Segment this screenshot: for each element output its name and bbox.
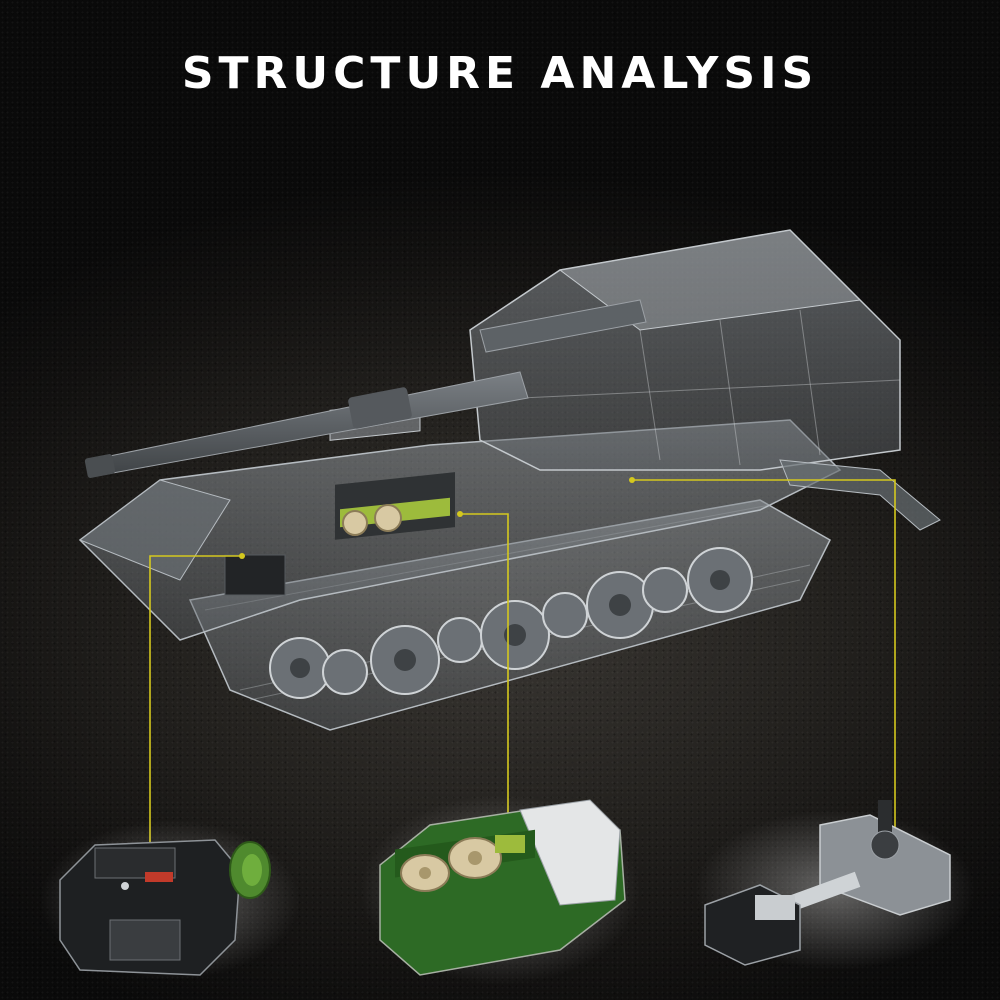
turret-panel-lines: [479, 309, 901, 466]
road-wheel: [437, 617, 483, 663]
tank-model: [78, 229, 941, 731]
gun-mount-module-icon: [695, 800, 975, 970]
interior-engine: [335, 472, 455, 540]
callout-line-engine: [460, 513, 509, 845]
wheel-hubs: [290, 570, 730, 678]
callout-line-gun-mount: [632, 479, 896, 845]
road-wheel: [542, 592, 588, 638]
road-wheel: [322, 649, 368, 695]
main-gun: [84, 299, 647, 478]
callout-line-gearbox: [149, 555, 242, 848]
callout-lines: [149, 479, 896, 848]
page-title: STRUCTURE ANALYSIS: [181, 48, 819, 99]
gearbox-module-icon: [40, 820, 300, 980]
front-glacis: [78, 479, 231, 581]
engine-module-icon: [360, 795, 640, 985]
rear-spade: [779, 459, 941, 531]
interior-gearbox: [224, 554, 286, 596]
road-wheel: [642, 567, 688, 613]
